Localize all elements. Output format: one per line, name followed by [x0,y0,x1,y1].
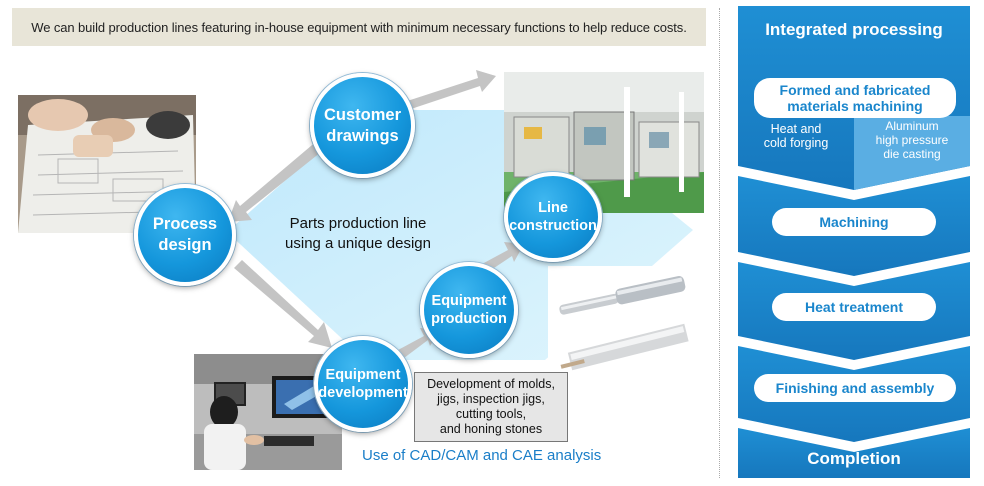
line-construction-line2: construction [509,218,597,234]
equipment-development-line2: development [318,385,408,401]
customer-drawings-line2: drawings [326,126,399,145]
finishing-assembly-pill: Finishing and assembly [754,374,956,402]
integrated-processing-flow: Integrated processing Formed and fabrica… [738,6,970,478]
dev-box-line3: cutting tools, [455,407,527,421]
section-divider [719,8,720,478]
formed-line1: Formed and fabricated [779,81,931,98]
machining-pill: Machining [772,208,936,236]
aluminum-die-casting-label: Aluminum high pressure die casting [858,119,966,161]
equipment-production-circle: Equipment production [420,262,518,358]
photo-factory-line [504,72,704,213]
arrow-customer-to-photo [398,70,496,112]
flow-chevrons [738,6,970,478]
forging-line2: cold forging [763,136,829,151]
process-design-circle: Process design [134,184,236,286]
dev-box-line1: Development of molds, [427,377,555,391]
forging-line1: Heat and [770,122,822,136]
equipment-production-line2: production [431,311,507,327]
completion-label: Completion [807,449,901,468]
heat-treatment-label: Heat treatment [804,298,904,315]
photo-machined-parts [548,266,698,376]
machining-label: Machining [819,213,889,230]
process-design-line1: Process [152,215,218,234]
formed-line2: materials machining [787,98,923,114]
intro-banner-text: We can build production lines featuring … [31,19,687,35]
heat-cold-forging-label: Heat and cold forging [746,122,846,151]
formed-materials-pill: Formed and fabricated materials machinin… [754,78,956,118]
cad-caption: Use of CAD/CAM and CAE analysis [362,447,602,464]
line-construction-line1: Line [538,199,568,216]
casting-line2: high pressure [875,132,949,147]
arrow-process-to-development [234,260,332,348]
center-text-line2: using a unique design [285,235,431,253]
equipment-development-circle: Equipment development [314,336,412,432]
process-design-line2: design [158,236,212,254]
photo-drawings-meeting [18,95,196,233]
casting-line1: Aluminum [885,119,939,133]
intro-banner: We can build production lines featuring … [12,8,706,46]
center-text-line1: Parts production line [289,215,427,232]
flow-title: Integrated processing [765,20,943,39]
customer-drawings-line1: Customer [323,105,401,124]
casting-line3: die casting [883,146,941,161]
dev-box-line4: and honing stones [439,422,543,436]
arrow-customer-to-process [228,140,326,222]
equipment-development-line1: Equipment [325,366,401,383]
dev-box-line2: jigs, inspection jigs, [437,392,545,406]
equipment-production-line1: Equipment [431,292,507,309]
cycle-center-text: Parts production line using a unique des… [258,214,458,255]
customer-drawings-circle: Customer drawings [310,73,415,178]
heat-treatment-pill: Heat treatment [772,293,936,321]
development-description-box: Development of molds, jigs, inspection j… [414,372,568,442]
line-construction-circle: Line construction [504,172,602,262]
finishing-assembly-label: Finishing and assembly [775,379,935,396]
